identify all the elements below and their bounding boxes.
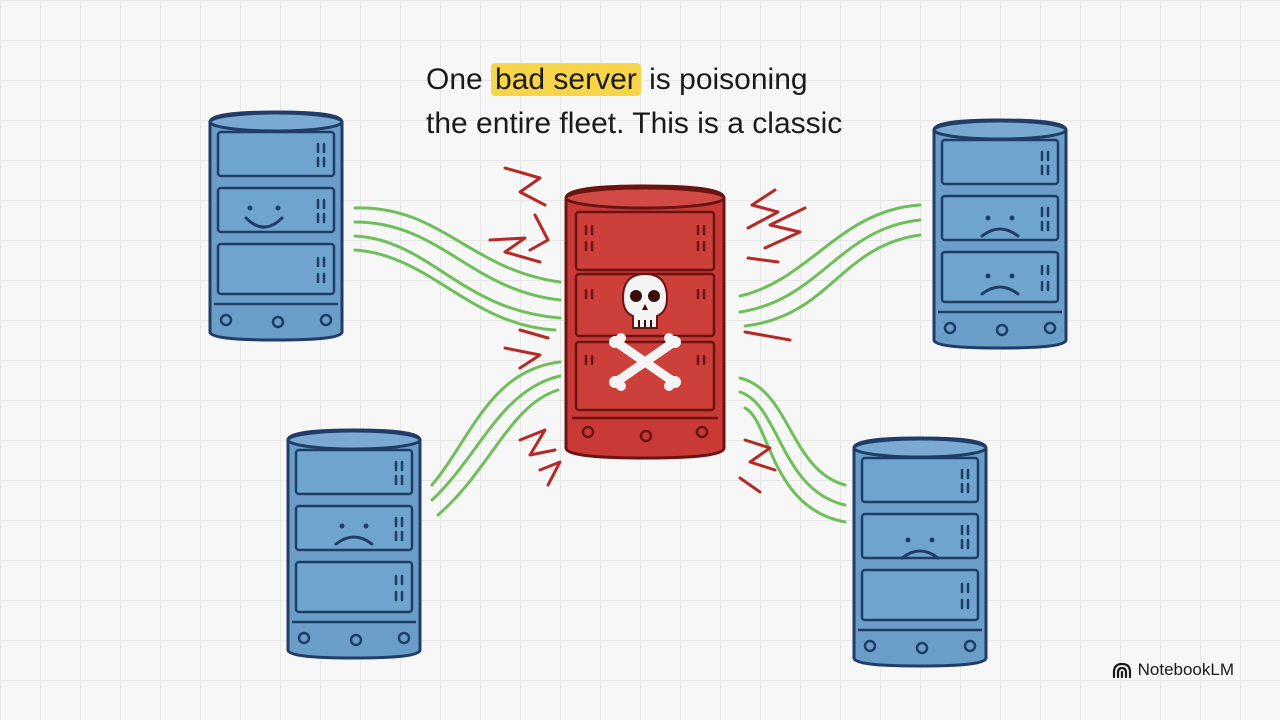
connection-lines [353,203,922,524]
server-bottom-right [852,436,988,668]
caption-line-2: the entire fleet. This is a classic [426,107,843,140]
notebooklm-watermark: NotebookLM [1112,660,1234,680]
caption-text: One bad server is poisoning the entire f… [426,58,946,146]
caption-highlight: bad server [491,63,641,96]
server-top-left [208,110,344,342]
caption-suffix: is poisoning [640,63,808,96]
server-top-right [932,118,1068,350]
skull-crossbones-icon [609,272,681,391]
notebooklm-logo-icon [1112,662,1131,678]
watermark-label: NotebookLM [1137,660,1234,679]
caption-prefix: One [426,63,492,96]
poison-sparks [488,166,807,494]
bad-server [564,184,726,460]
caption-line-1: One bad server is poisoning [426,58,946,102]
server-bottom-left [286,428,422,660]
